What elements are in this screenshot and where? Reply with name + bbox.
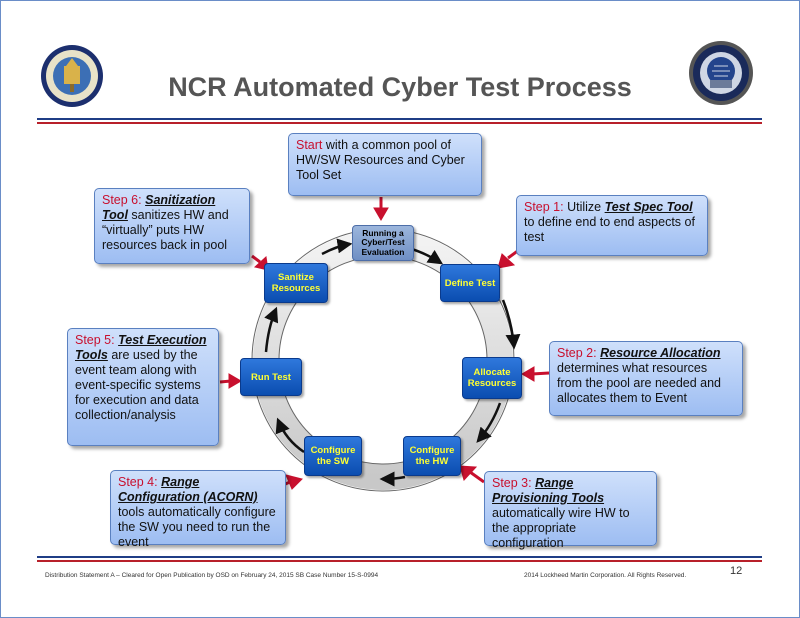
step3-tool: Range Provisioning Tools: [492, 476, 605, 505]
callout-step1: Step 1: Utilize Test Spec Tool to define…: [516, 195, 708, 256]
callout-step6: Step 6: Sanitization Tool sanitizes HW a…: [94, 188, 250, 264]
ncr-seal-logo: [689, 41, 753, 105]
node-sanitize-resources: Sanitize Resources: [264, 263, 328, 303]
callout-step3: Step 3: Range Provisioning Tools automat…: [484, 471, 657, 550]
step6-lead: Step 6:: [102, 193, 142, 207]
start-text: with a common pool of HW/SW Resources an…: [296, 138, 465, 182]
arrow-hw-to-sw: [379, 471, 406, 487]
node-configure-sw: Configure the SW: [304, 436, 362, 476]
pointer-step4-head: [285, 474, 303, 490]
callout-step4: Step 4: Range Configuration (ACORN) tool…: [110, 470, 286, 549]
arrow-sanitize-to-center: [321, 238, 353, 256]
step6-tool: Sanitization Tool: [102, 193, 216, 222]
arrow-run-to-sanitize: [264, 306, 279, 353]
step4-lead: Step 4:: [118, 475, 158, 489]
node-running-evaluation: Running a Cyber/Test Evaluation: [352, 225, 414, 261]
step2-text: determines what resources from the pool …: [557, 361, 722, 405]
pointer-step3: [469, 470, 485, 484]
pointer-step5-head: [228, 373, 242, 389]
step1-pre: Utilize: [563, 200, 605, 214]
arrow-allocate-to-hw: [476, 402, 502, 443]
step4-tool: Range Configuration (ACORN): [118, 475, 258, 504]
step3-text: automatically wire HW to the appropriate…: [492, 506, 630, 550]
step3-lead: Step 3:: [492, 476, 532, 490]
title-rule-red: [37, 122, 762, 124]
title-rule-blue: [37, 118, 762, 120]
page-number: 12: [730, 565, 743, 577]
pointer-start-head: [373, 207, 389, 221]
footer-copyright: 2014 Lockheed Martin Corporation. All Ri…: [524, 572, 687, 579]
step1-tool: Test Spec Tool: [604, 200, 693, 214]
step5-tool: Test Execution Tools: [75, 333, 207, 362]
footer-distribution-statement: Distribution Statement A – Cleared for O…: [45, 572, 379, 579]
node-allocate-resources: Allocate Resources: [462, 357, 522, 399]
callout-step5: Step 5: Test Execution Tools are used by…: [67, 328, 219, 446]
step6-text: sanitizes HW and “virtually” puts HW res…: [102, 208, 229, 252]
footer-rule-red: [37, 560, 762, 562]
callout-step2: Step 2: Resource Allocation determines w…: [549, 341, 743, 416]
pointer-step1-head: [497, 253, 516, 269]
step1-text: to define end to end aspects of test: [524, 215, 695, 244]
trmc-seal-logo: [41, 45, 103, 107]
pointer-step2: [531, 371, 550, 376]
arrow-define-to-allocate: [501, 299, 521, 350]
step1-lead: Step 1:: [524, 200, 564, 214]
step5-text: are used by the event team along with ev…: [75, 348, 201, 422]
step2-tool: Resource Allocation: [600, 346, 721, 360]
step4-text: tools automatically configure the SW you…: [118, 505, 276, 549]
node-run-test: Run Test: [240, 358, 302, 396]
pointer-step2-head: [521, 366, 535, 382]
arrow-sw-to-run: [275, 417, 305, 454]
step5-lead: Step 5:: [75, 333, 115, 347]
page-title: NCR Automated Cyber Test Process: [168, 72, 632, 102]
node-configure-hw: Configure the HW: [403, 436, 461, 476]
callout-start: Start with a common pool of HW/SW Resour…: [288, 133, 482, 196]
footer-rule-blue: [37, 556, 762, 558]
step2-lead: Step 2:: [557, 346, 597, 360]
node-define-test: Define Test: [440, 264, 500, 302]
start-lead: Start: [296, 138, 323, 152]
pointer-step6: [251, 254, 261, 264]
pointer-step3-head: [459, 465, 478, 481]
